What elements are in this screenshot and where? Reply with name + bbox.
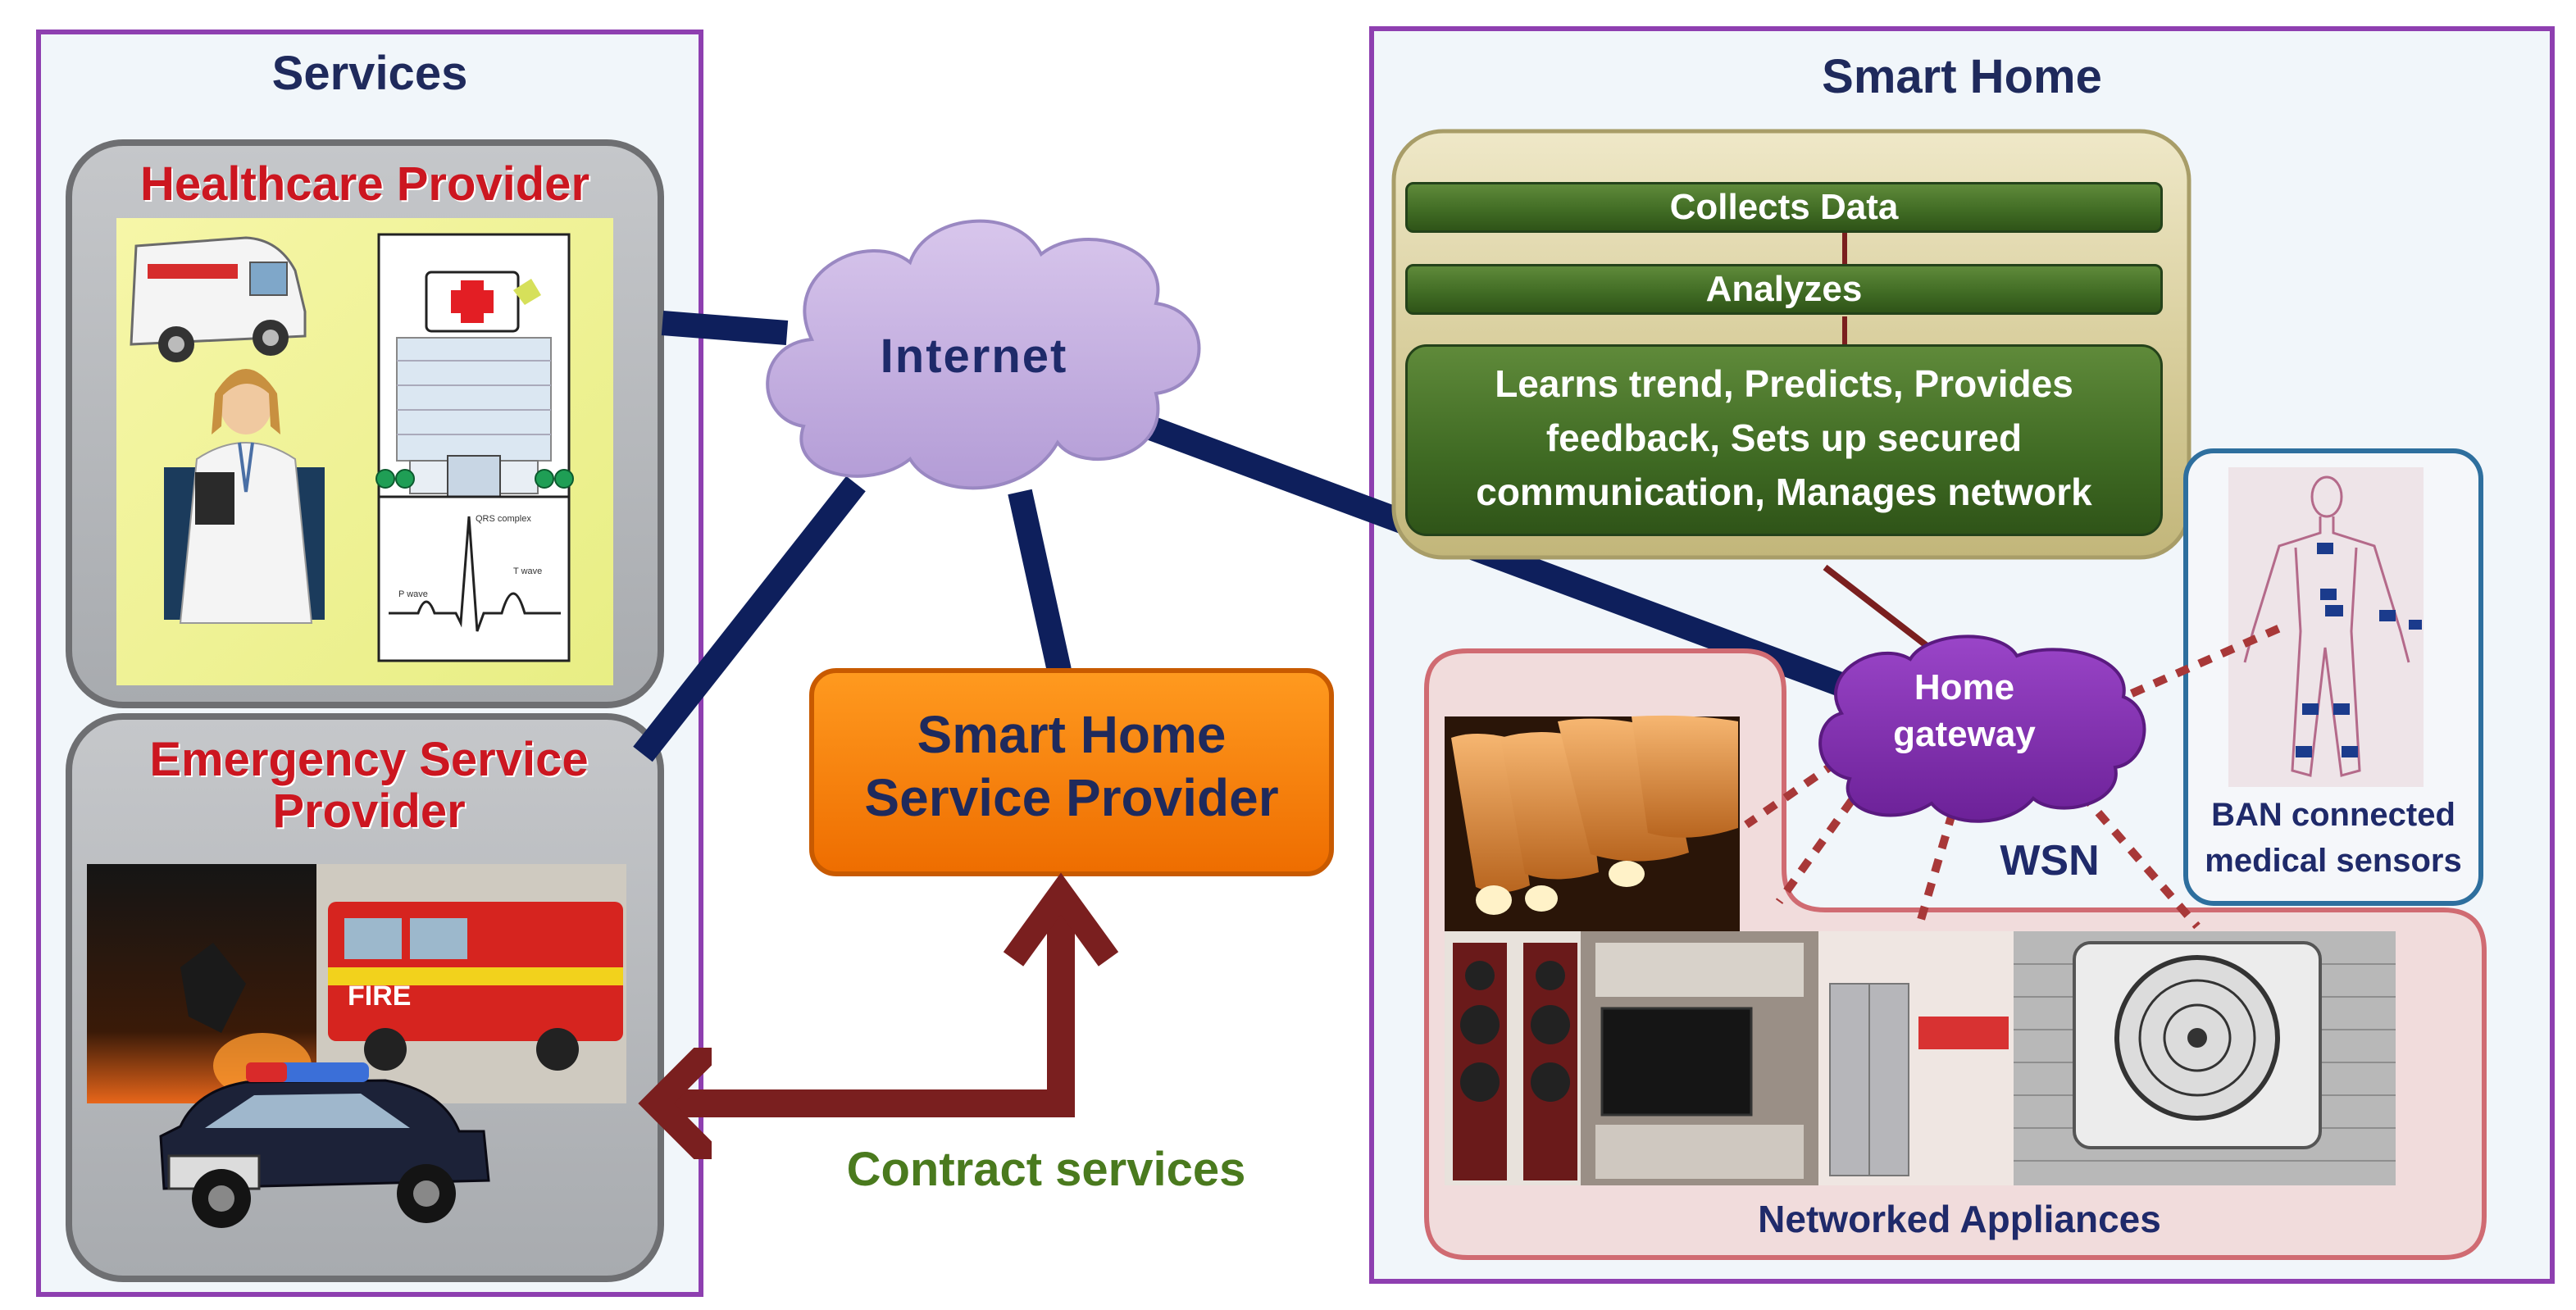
link-emergency-internet: [633, 475, 866, 762]
television-image: [1581, 931, 1818, 1185]
ceiling-lamps-image: [1445, 715, 1740, 931]
healthcare-provider-title: Healthcare Provider: [139, 157, 590, 211]
speakers-image: [1445, 931, 1581, 1185]
air-conditioner-image: [2014, 931, 2396, 1185]
home-gateway-cloud: [1818, 635, 2146, 823]
ban-region: [2183, 448, 2483, 906]
contract-services-label: Contract services: [847, 1143, 1246, 1196]
link-healthcare-internet: [661, 311, 789, 345]
doctor-icon: [164, 369, 325, 624]
link-processing-gateway: [1823, 564, 1942, 659]
networked-appliances-label: Networked Appliances: [1758, 1198, 2161, 1240]
ecg-p-wave-label: P wave: [398, 589, 428, 599]
ban-label: BAN connected medical sensors: [2205, 797, 2462, 879]
police-car-icon: [159, 1062, 490, 1228]
internet-label: Internet: [881, 330, 1068, 383]
fire-truck-text: FIRE: [348, 980, 411, 1012]
service-provider-label: Smart Home Service Provider: [864, 705, 1279, 827]
appliance-images: [1445, 715, 2396, 1185]
link-provider-internet: [1008, 489, 1072, 674]
ecg-qrs-label: QRS complex: [476, 514, 531, 524]
home-gateway-label: Home gateway: [1893, 667, 2036, 755]
wsn-label: WSN: [2000, 837, 2100, 885]
emergency-provider-title: Emergency Service Provider: [149, 733, 589, 838]
services-title: Services: [271, 47, 468, 100]
smart-home-title: Smart Home: [1822, 50, 2102, 103]
internet-cloud: Internet: [766, 219, 1201, 490]
emergency-illustration: FIRE: [87, 864, 626, 1228]
stage-analyzes: Analyzes: [1405, 264, 2163, 315]
refrigerator-image: [1818, 931, 2014, 1185]
service-provider-box: [809, 668, 1334, 876]
human-body-icon: [2243, 475, 2410, 777]
ecg-t-wave-label: T wave: [513, 566, 542, 576]
contract-services-arrow: [656, 872, 1119, 1103]
stage-collects-data: Collects Data: [1405, 182, 2163, 233]
body-sensor-icons: [2296, 543, 2422, 757]
ecg-chart: QRS complex P wave T wave: [382, 502, 567, 657]
stage-learns-predicts: Learns trend, Predicts, Provides feedbac…: [1405, 344, 2163, 536]
ambulance-icon: [130, 236, 307, 362]
healthcare-illustration: QRS complex P wave T wave: [116, 218, 613, 685]
